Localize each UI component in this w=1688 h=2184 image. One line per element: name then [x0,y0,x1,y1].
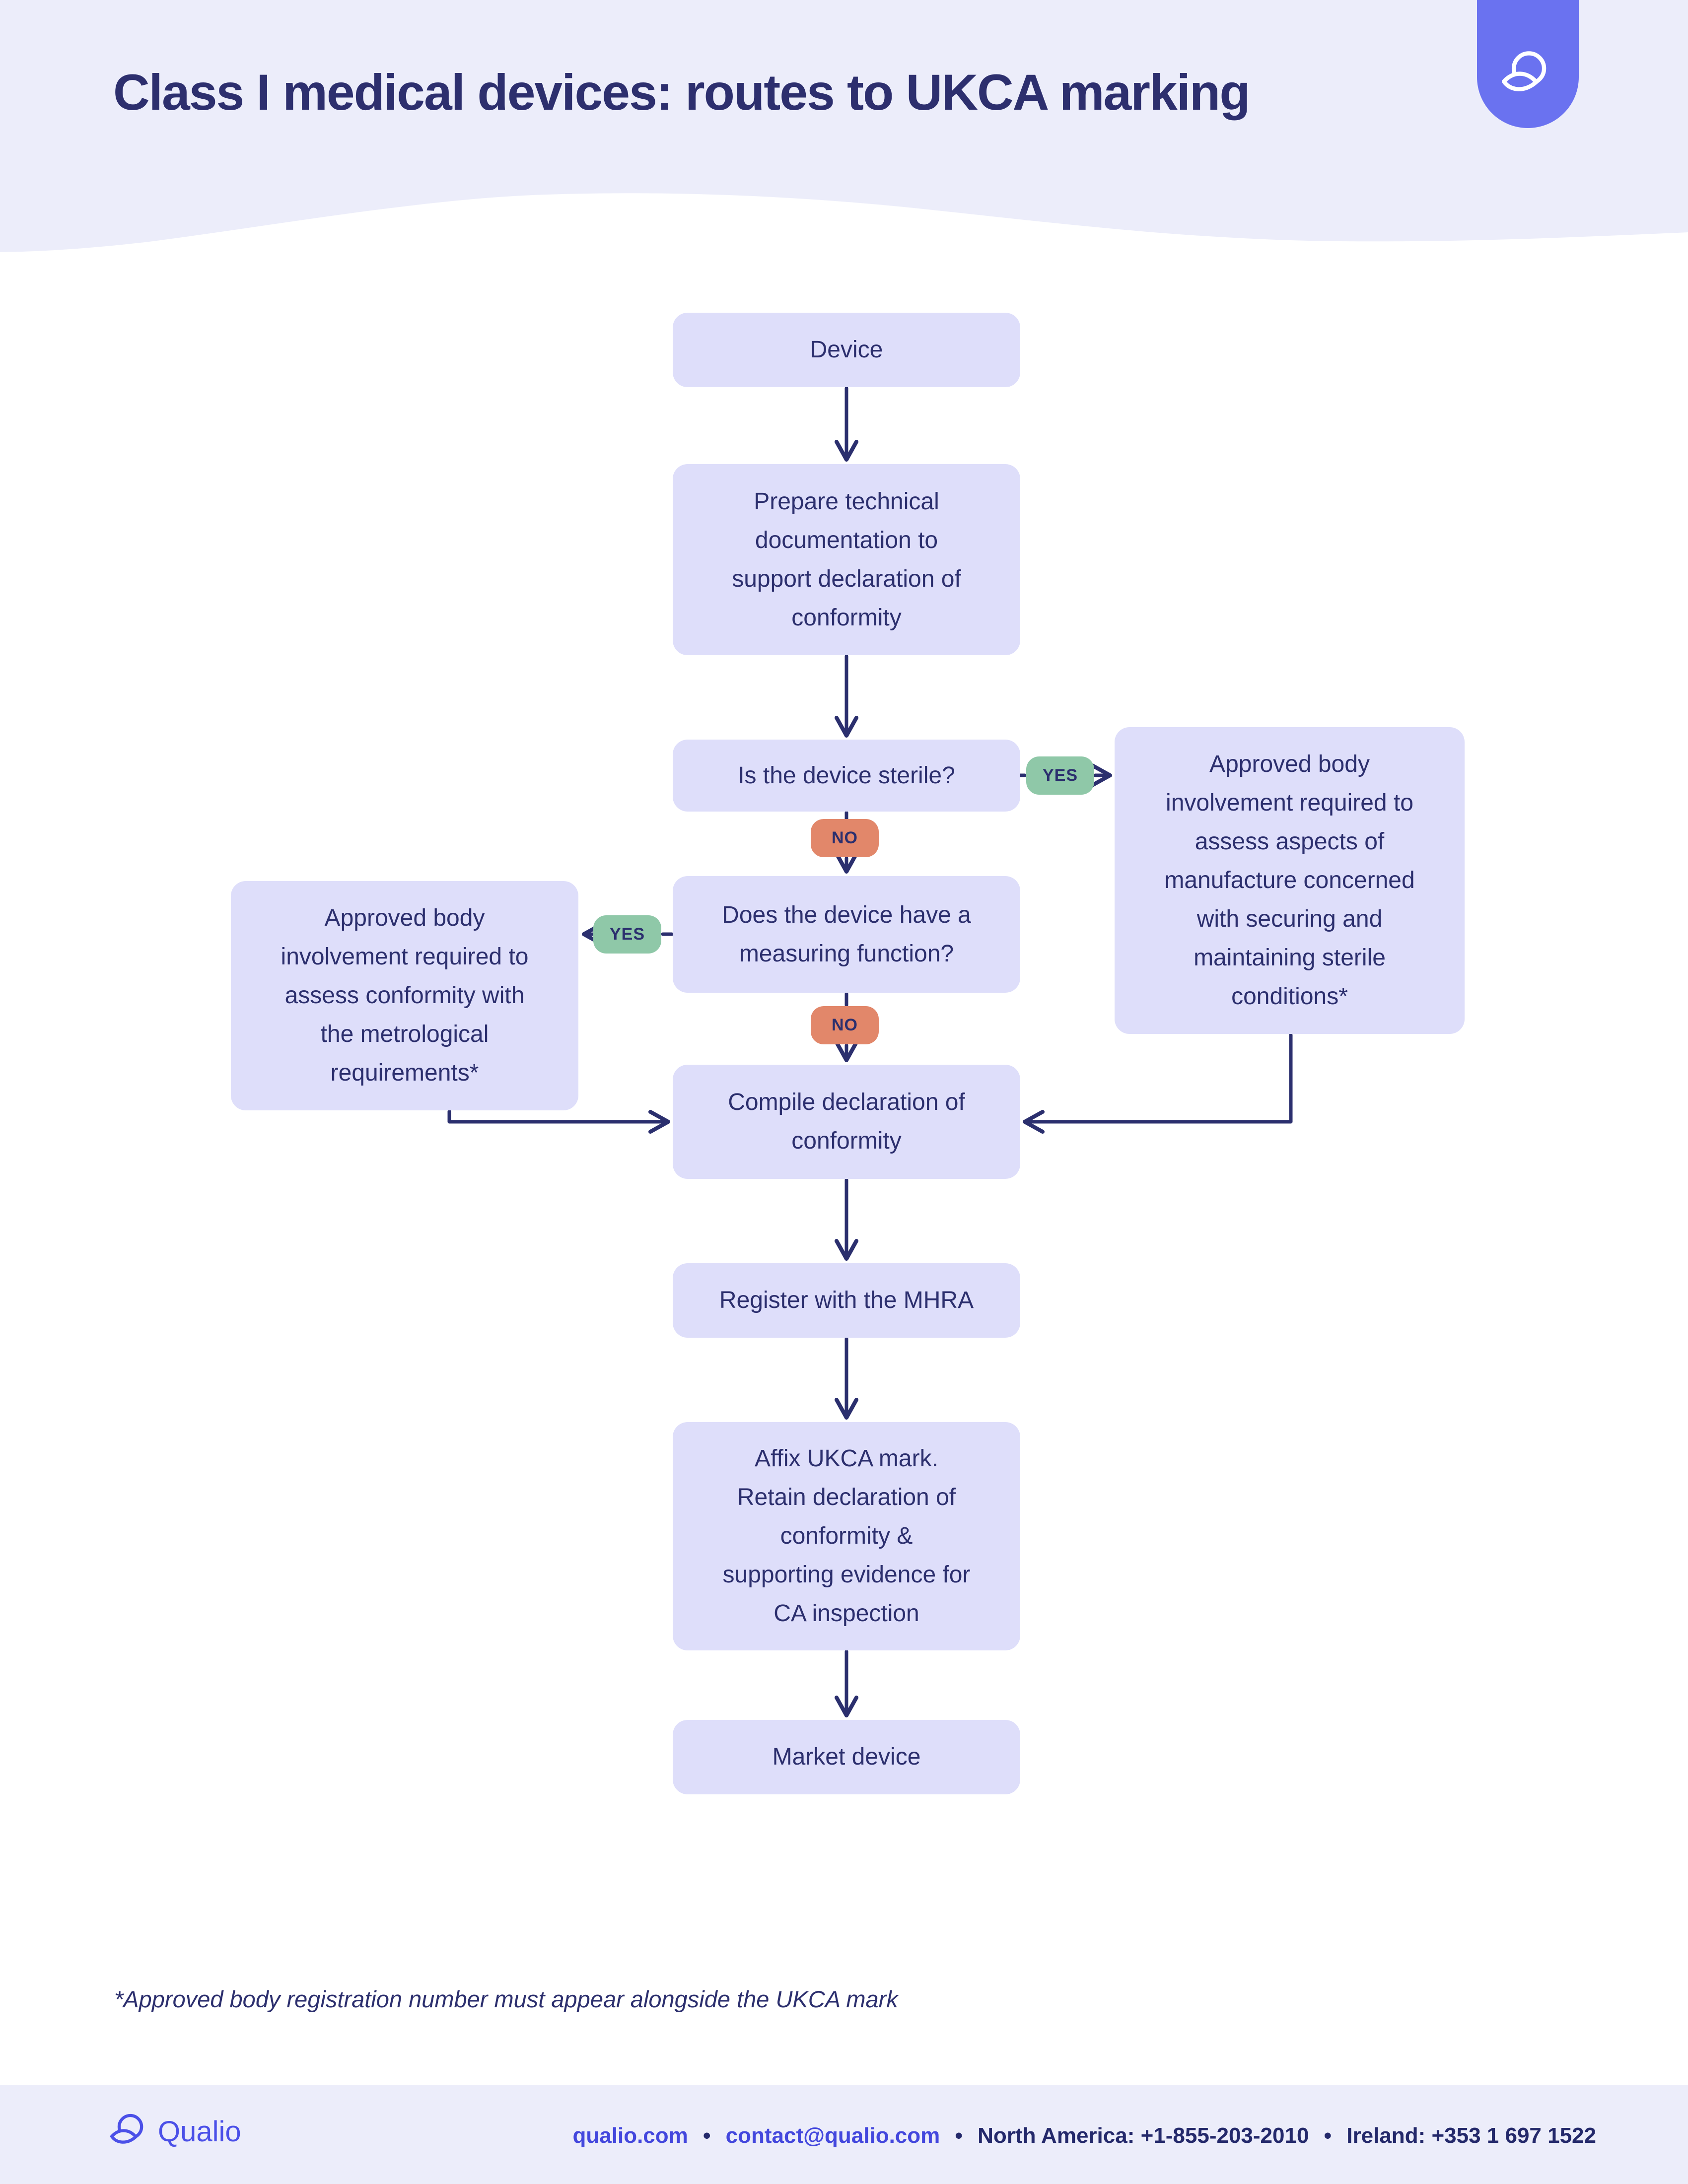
footer-separator: • [703,2123,711,2148]
node-approved-body-metrological: Approved body involvement required to as… [231,881,578,1110]
node-compile-declaration-of-conformity: Compile declaration of conformity [673,1065,1020,1179]
node-register-with-mhra: Register with the MHRA [673,1263,1020,1338]
header-wave-background [0,0,1688,252]
footer-brand: Qualio [110,2112,241,2151]
node-prepare-technical-documentation: Prepare technical documentation to suppo… [673,464,1020,655]
footer-brand-name: Qualio [158,2115,241,2148]
footer-contact-line: qualio.com • contact@qualio.com • North … [573,2123,1596,2148]
node-measuring-function-question: Does the device have a measuring functio… [673,876,1020,993]
node-device: Device [673,313,1020,387]
yes-badge-measuring: YES [593,915,661,954]
footer-phone-ireland: Ireland: +353 1 697 1522 [1346,2123,1596,2148]
qualio-circle-leaf-mark-icon [110,2114,143,2144]
qualio-circle-leaf-mark-icon [1502,51,1547,91]
footer-separator: • [1324,2123,1332,2148]
footer-email-link[interactable]: contact@qualio.com [725,2123,940,2148]
footer: Qualio qualio.com • contact@qualio.com •… [0,2085,1688,2184]
footer-separator: • [955,2123,963,2148]
node-affix-ukca-mark: Affix UKCA mark. Retain declaration of c… [673,1422,1020,1650]
footer-website-link[interactable]: qualio.com [572,2123,688,2148]
header-logo-badge [1477,0,1579,128]
page-title: Class I medical devices: routes to UKCA … [113,64,1251,121]
no-badge-sterile: NO [811,819,879,857]
no-badge-measuring: NO [811,1006,879,1044]
node-market-device: Market device [673,1720,1020,1794]
footer-phone-north-america: North America: +1-855-203-2010 [978,2123,1309,2148]
node-approved-body-sterile-conditions: Approved body involvement required to as… [1115,727,1465,1034]
yes-badge-sterile: YES [1026,756,1094,795]
node-is-device-sterile-question: Is the device sterile? [673,740,1020,812]
footnote: *Approved body registration number must … [114,1986,898,2012]
